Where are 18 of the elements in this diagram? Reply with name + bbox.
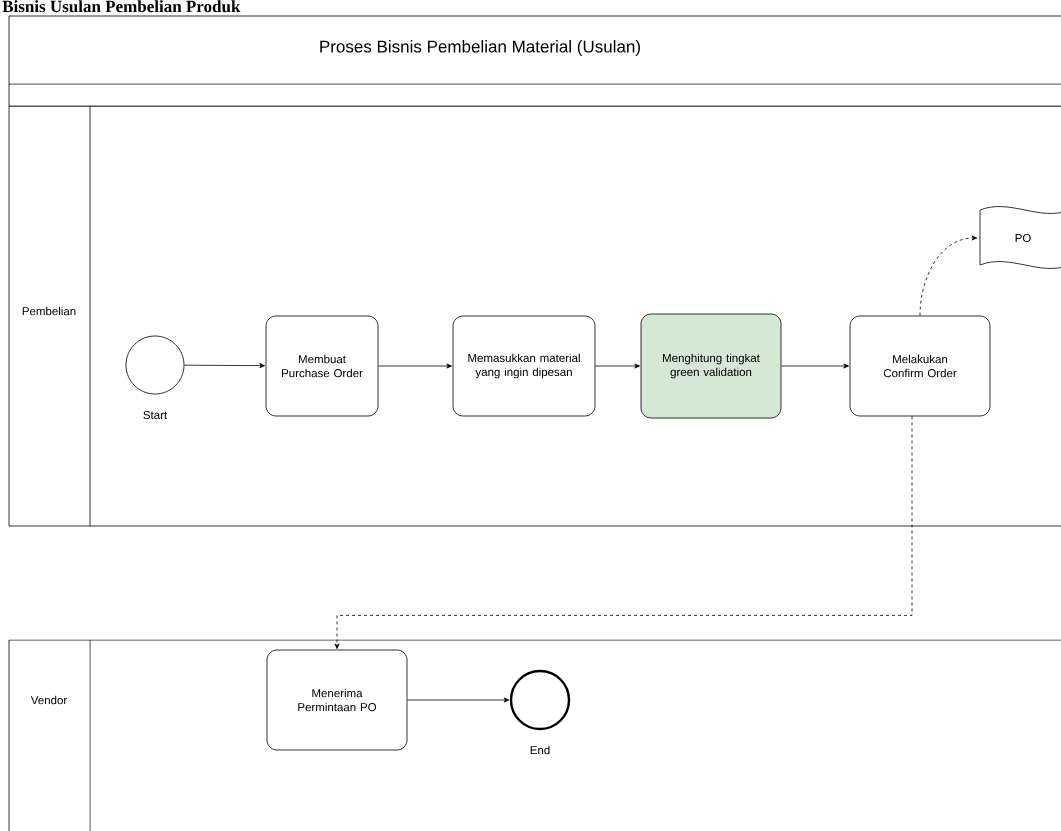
task-box: Menghitung tingkat green validation	[640, 313, 782, 419]
task-box: Membuat Purchase Order	[265, 315, 379, 417]
arrow	[781, 363, 849, 369]
pool-title: Proses Bisnis Pembelian Material (Usulan)	[320, 40, 640, 56]
arrow	[407, 697, 510, 703]
event-label: End	[530, 745, 550, 755]
start-event	[125, 335, 185, 395]
task-box: Memasukkan material yang ingin dipesan	[452, 315, 596, 417]
page-heading: Bisnis Usulan Pembelian Produk	[2, 0, 241, 13]
arrow	[184, 363, 265, 369]
end-event	[509, 669, 571, 731]
arrow	[919, 235, 978, 316]
arrow	[334, 416, 913, 649]
arrow	[595, 363, 640, 369]
task-box: Melakukan Confirm Order	[849, 315, 991, 417]
event-label: Start	[143, 410, 168, 420]
task-box: Menerima Permintaan PO	[266, 649, 408, 751]
arrow	[378, 363, 452, 369]
